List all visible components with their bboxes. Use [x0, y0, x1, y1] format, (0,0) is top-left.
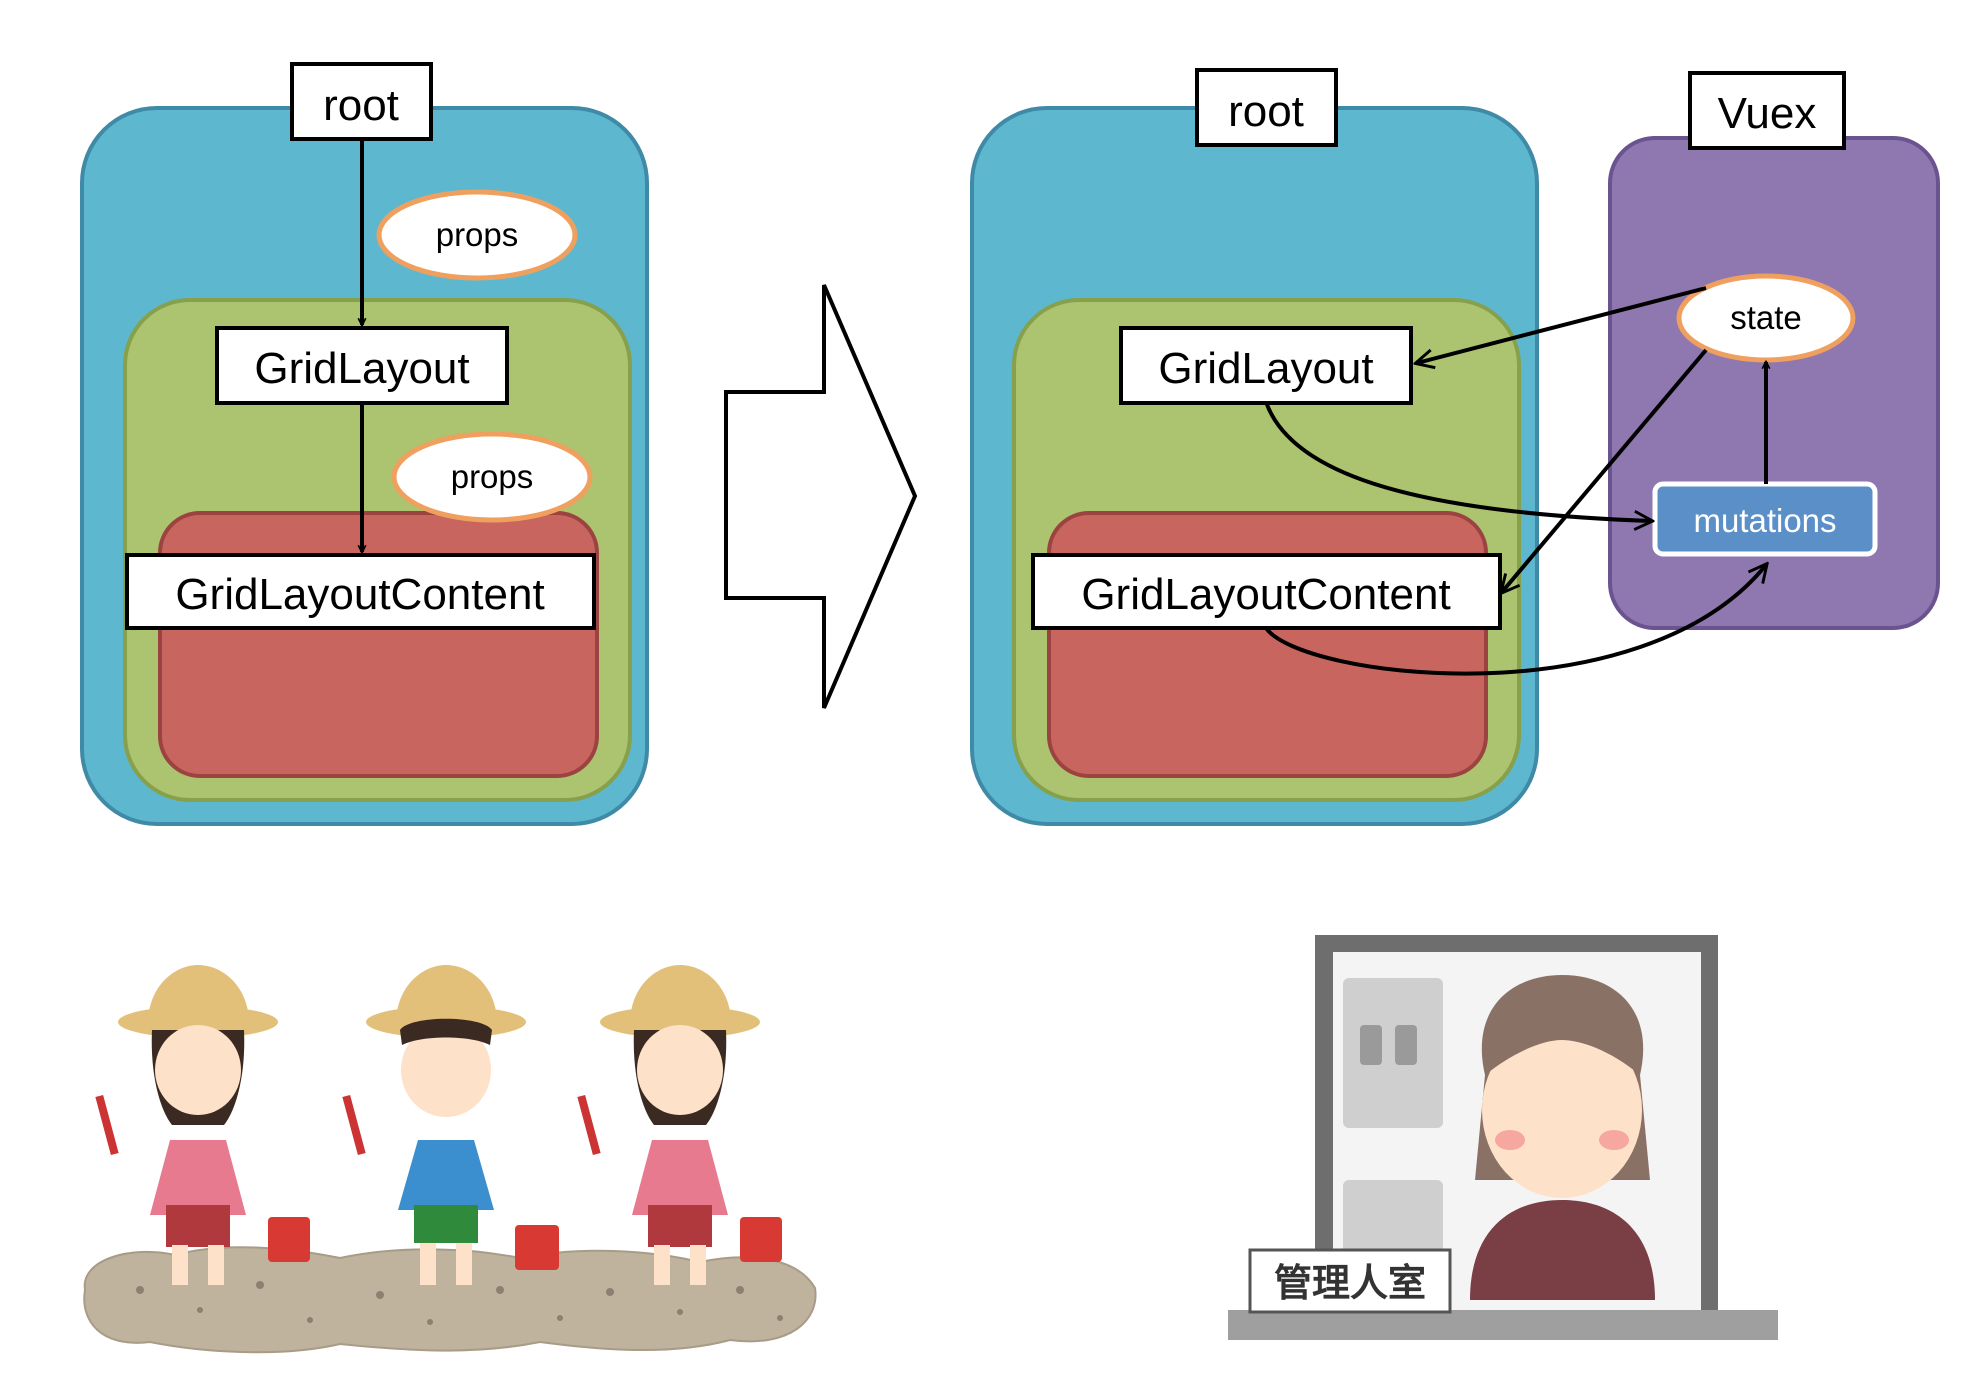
content-label-right: GridLayoutContent: [1081, 570, 1450, 619]
content-label-box-right: [1031, 553, 1502, 630]
state-to-gridlayout-arrow: [1417, 286, 1707, 363]
mutations-label: mutations: [1693, 502, 1836, 539]
gridlayout-to-mutations-arrow: [1264, 401, 1651, 521]
state-bubble: [1676, 273, 1856, 363]
manager-counter: [1228, 1310, 1778, 1340]
children-farming-illustration: [83, 965, 817, 1354]
child-boy-middle: [342, 965, 559, 1285]
content-container-right: [1047, 511, 1488, 778]
content-container: [158, 511, 599, 778]
gridlayout-label: GridLayout: [254, 344, 469, 393]
props-label-top: props: [436, 216, 519, 253]
gridlayout-label-box: [215, 326, 509, 405]
props-bubble-top: [376, 189, 578, 281]
transition-arrow: [724, 284, 918, 709]
child-girl-left: [95, 965, 310, 1285]
state-label: state: [1730, 299, 1802, 336]
gridlayout-label-right: GridLayout: [1158, 344, 1373, 393]
root-label-box-right: [1195, 68, 1338, 147]
state-to-content-arrow: [1502, 348, 1708, 592]
props-label-bottom: props: [451, 458, 534, 495]
content-label-box: [125, 553, 596, 630]
left-diagram: root props GridLayout props GridLayoutCo…: [80, 62, 649, 826]
child-girl-right: [577, 965, 782, 1285]
vuex-label: Vuex: [1718, 89, 1817, 138]
vuex-label-box: [1688, 71, 1846, 150]
right-diagram: root Vuex mutations state GridLayout Gri…: [970, 68, 1940, 826]
building-manager-illustration: 管理人室: [1228, 935, 1778, 1340]
root-label-box: [290, 62, 433, 141]
props-bubble-bottom: [391, 431, 593, 523]
content-label: GridLayoutContent: [175, 570, 544, 619]
manager-sign-text: 管理人室: [1274, 1262, 1426, 1305]
content-to-mutations-arrow: [1264, 565, 1766, 676]
manager-sign-plate: [1248, 1248, 1452, 1314]
gridlayout-label-box-right: [1119, 326, 1413, 405]
root-label: root: [323, 81, 399, 130]
root-label-right: root: [1228, 87, 1304, 136]
